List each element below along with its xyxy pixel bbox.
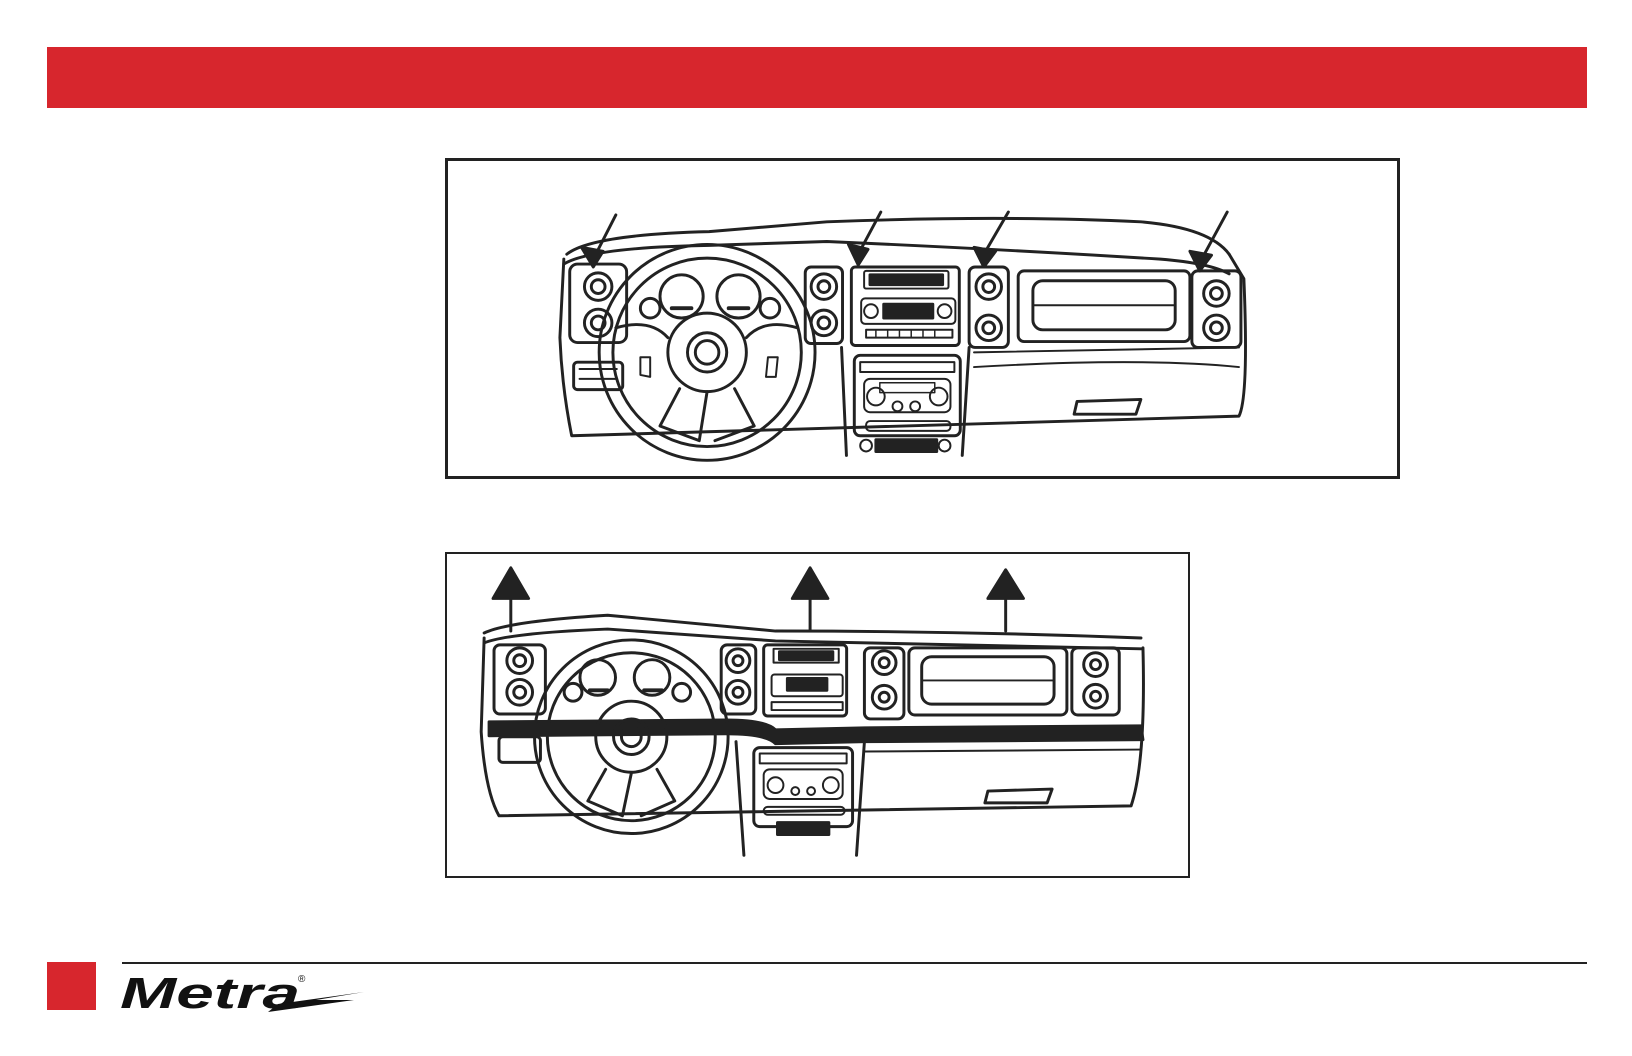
header-band bbox=[47, 47, 1587, 108]
figure-dash-trim-arrows bbox=[445, 158, 1400, 479]
dashboard-drawing-1 bbox=[448, 161, 1397, 476]
dashboard-drawing-2 bbox=[447, 554, 1188, 876]
logo-registered-mark: ® bbox=[298, 974, 306, 985]
figure-dash-pull-up bbox=[445, 552, 1190, 878]
footer-accent-square bbox=[47, 962, 96, 1010]
metra-logo: Metra ® bbox=[118, 968, 368, 1016]
footer-rule bbox=[122, 962, 1587, 964]
